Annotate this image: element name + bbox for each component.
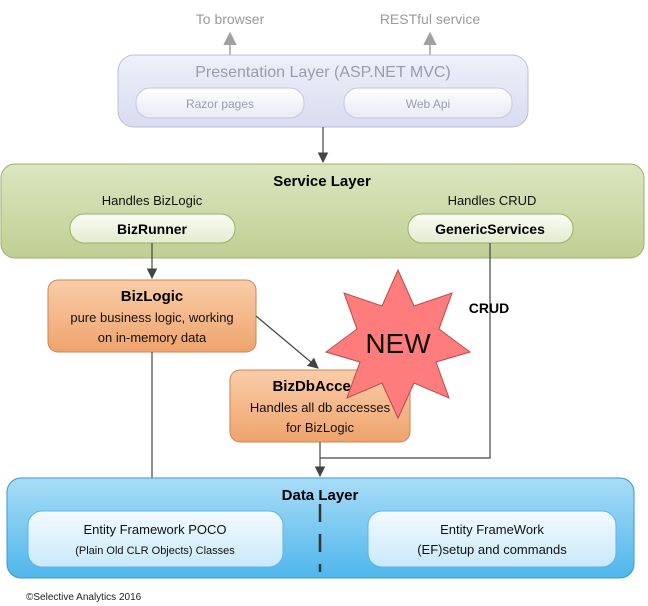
ef-setup-line1: Entity FrameWork bbox=[440, 522, 544, 537]
presentation-layer-title: Presentation Layer (ASP.NET MVC) bbox=[195, 64, 451, 81]
data-layer-title: Data Layer bbox=[282, 487, 359, 504]
razor-pages-box bbox=[135, 87, 305, 119]
restful-label: RESTful service bbox=[380, 11, 481, 27]
bizlogic-desc-line1: pure business logic, working bbox=[70, 310, 233, 325]
bizlogic-to-bizdbaccess-arrow bbox=[255, 315, 319, 369]
new-star-shape bbox=[324, 268, 472, 420]
ef-poco-line2: (Plain Old CLR Objects) Classes bbox=[75, 545, 235, 557]
crud-label: CRUD bbox=[469, 300, 509, 316]
genericservices-label: GenericServices bbox=[435, 221, 545, 237]
ef-poco-box bbox=[27, 510, 284, 568]
bizdbaccess-title: BizDbAccess bbox=[272, 378, 367, 395]
to-browser-label: To browser bbox=[196, 11, 265, 27]
bizlogic-desc-line2: on in-memory data bbox=[98, 330, 207, 345]
razor-pages-label: Razor pages bbox=[186, 97, 254, 111]
copyright-text: ©Selective Analytics 2016 bbox=[26, 592, 142, 603]
ef-setup-line2: (EF)setup and commands bbox=[417, 542, 567, 557]
handles-bizlogic-label: Handles BizLogic bbox=[102, 193, 203, 208]
handles-crud-label: Handles CRUD bbox=[448, 193, 537, 208]
ef-poco-line1: Entity Framework POCO bbox=[83, 522, 226, 537]
new-star-label: NEW bbox=[365, 328, 431, 359]
ef-setup-box bbox=[367, 510, 617, 568]
service-layer-title: Service Layer bbox=[273, 173, 371, 190]
crud-path-line bbox=[320, 243, 491, 459]
web-api-label: Web Api bbox=[406, 97, 450, 111]
bizdbaccess-desc-line1: Handles all db accesses bbox=[250, 400, 391, 415]
bizlogic-title: BizLogic bbox=[121, 288, 184, 305]
bizdbaccess-desc-line2: for BizLogic bbox=[286, 420, 354, 435]
web-api-box bbox=[343, 87, 513, 119]
bizrunner-label: BizRunner bbox=[117, 221, 188, 237]
